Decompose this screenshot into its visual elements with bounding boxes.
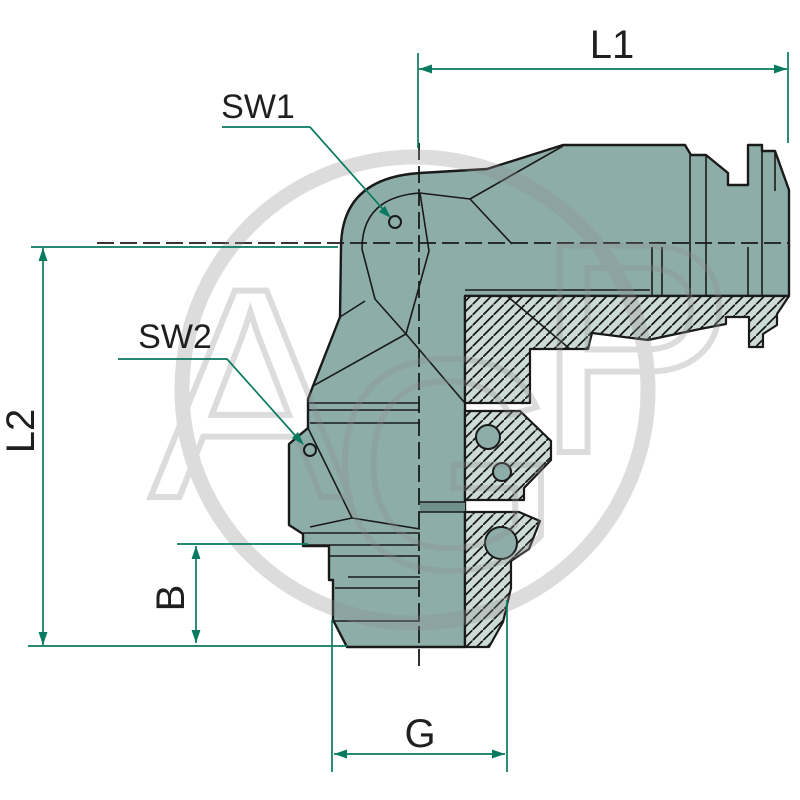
nut-gap-shadow	[420, 502, 465, 512]
arrowhead	[419, 64, 432, 74]
arrowhead	[334, 749, 347, 759]
leader-sw1: SW1	[221, 88, 402, 229]
connector-rib-lines	[465, 151, 776, 296]
arrowhead	[38, 248, 48, 261]
cross-section	[463, 294, 791, 649]
section-stud	[463, 510, 542, 649]
arrowhead	[492, 749, 505, 759]
corner-facet-lines	[312, 145, 564, 403]
section-arm-underside	[463, 294, 791, 405]
dimensions: L1 L2 B G	[0, 23, 789, 772]
dimension-label-l1: L1	[590, 23, 635, 67]
arrowhead	[38, 632, 48, 645]
o-ring-section	[484, 526, 518, 560]
arrowhead	[379, 206, 391, 218]
centerlines	[97, 143, 790, 672]
leader-sw2: SW2	[118, 318, 317, 457]
dimension-label-b: B	[149, 585, 193, 612]
hex-stud-lines	[303, 402, 421, 622]
arrowhead	[191, 546, 201, 559]
dimension-b: B	[149, 543, 308, 643]
dimension-label-sw2: SW2	[138, 318, 212, 356]
fitting-body	[287, 143, 791, 649]
dimension-label-g: G	[404, 712, 435, 756]
sw1-wrench-mark	[388, 215, 402, 229]
arrowhead	[191, 630, 201, 643]
body-silhouette	[287, 143, 791, 649]
watermark-letter-a: A	[150, 225, 352, 561]
dimension-l2: L2	[0, 246, 347, 647]
dimension-label-l2: L2	[0, 409, 43, 454]
dimension-g: G	[331, 600, 508, 772]
dimension-label-sw1: SW1	[221, 88, 295, 126]
arrowhead	[292, 432, 304, 445]
watermark-letter-p: P	[535, 180, 735, 516]
watermark: A G P	[147, 149, 738, 635]
watermark-letter-g: G	[330, 296, 563, 632]
watermark-ring	[174, 149, 656, 631]
seal-ball-large	[475, 424, 501, 450]
sw2-wrench-mark	[303, 443, 317, 457]
seal-ball-small	[492, 462, 512, 482]
dimension-l1: L1	[417, 23, 789, 148]
arrowhead	[774, 64, 787, 74]
